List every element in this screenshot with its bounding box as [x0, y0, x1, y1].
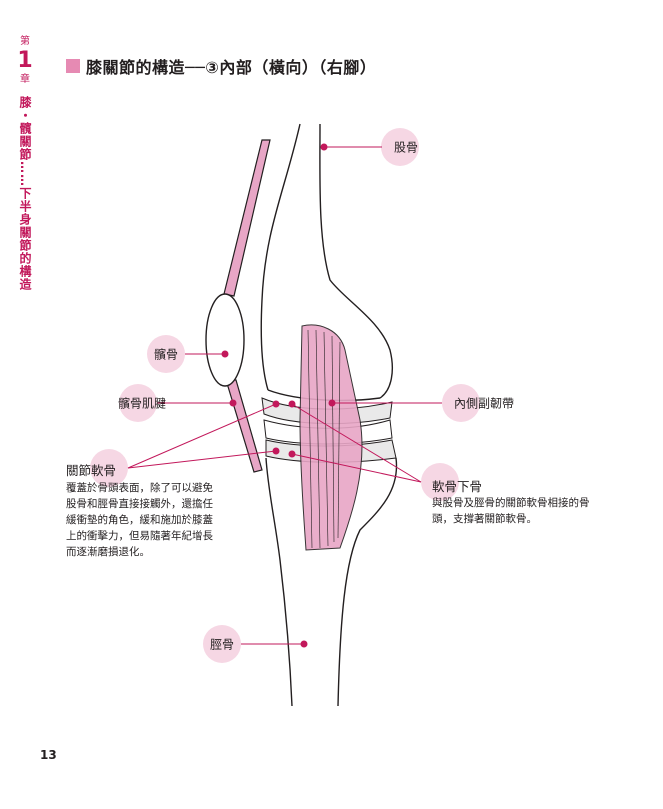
mcl-bubble	[442, 384, 480, 422]
femur-outline-back	[319, 123, 393, 399]
quadriceps-tendon	[223, 139, 271, 297]
leader-dots	[221, 143, 336, 648]
desc-articular-cartilage: 覆蓋於骨頭表面，除了可以避免股骨和脛骨直接接觸外，還擔任緩衝墊的角色，緩和施加於…	[66, 482, 213, 558]
chapter-prefix: 第	[20, 36, 30, 47]
page-title: 膝關節的構造──③內部（橫向）（右腳）	[66, 54, 376, 78]
label-mcl: 內側副韌帶	[453, 396, 515, 411]
desc-subchondral-bone: 與股骨及脛骨的關節軟骨相接的骨頭，支撐著關節軟骨。	[432, 497, 590, 525]
patella	[205, 293, 245, 387]
tibia-bubble	[203, 625, 241, 663]
chapter-title: 膝・髖關節……下半身關節的構造	[18, 96, 32, 291]
label-articular-cartilage: 關節軟骨	[66, 463, 117, 478]
tibia-outline-back	[337, 457, 398, 707]
medial-collateral-ligament	[299, 324, 363, 551]
page-number: 13	[40, 748, 57, 762]
title-square-icon	[66, 59, 80, 73]
chapter-number: 1	[17, 48, 33, 73]
patellar-tendon-bubble	[119, 384, 157, 422]
label-tibia: 脛骨	[209, 637, 235, 652]
patellar-tendon	[225, 379, 263, 473]
label-patellar-tendon: 髕骨肌腱	[117, 396, 167, 411]
femur-bubble	[381, 128, 419, 166]
tibia-outline	[265, 457, 293, 707]
ligament-fibers	[307, 329, 341, 549]
label-subchondral-bone: 軟骨下骨	[432, 479, 483, 494]
cartilage-bubble	[90, 449, 128, 487]
patella-bubble	[147, 335, 185, 373]
label-femur: 股骨	[393, 140, 419, 155]
femur-outline	[260, 123, 301, 391]
label-bubbles	[90, 128, 480, 663]
leader-lines	[127, 146, 442, 645]
chapter-tab: 第 1 章 膝・髖關節……下半身關節的構造	[14, 36, 36, 291]
chapter-suffix: 章	[20, 74, 30, 85]
subchondral-bubble	[421, 463, 459, 501]
label-patella: 髕骨	[153, 347, 179, 362]
page-title-text: 膝關節的構造──③內部（橫向）（右腳）	[86, 58, 377, 77]
